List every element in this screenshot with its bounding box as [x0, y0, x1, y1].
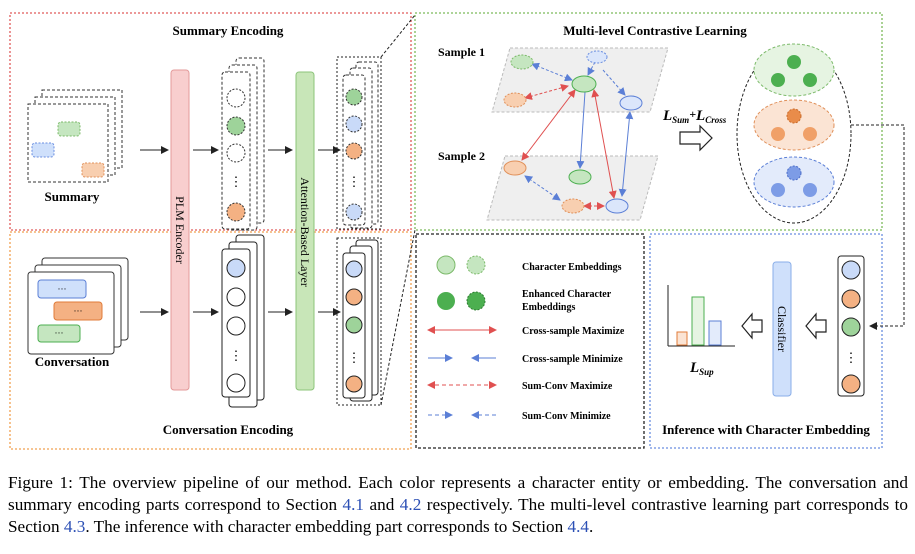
classifier-bar: [772, 261, 792, 397]
attention-layer-label: Attention-Based Layer: [298, 177, 312, 287]
sample2-label: Sample 2: [438, 149, 485, 163]
inference-embedding-column: ⋮: [837, 255, 865, 397]
summary-token-stack: ⋮: [221, 57, 265, 231]
conversation-token-stack: ⋮: [221, 234, 265, 408]
loss-letter: L: [695, 108, 705, 124]
section-link-4-3[interactable]: 4.3: [63, 517, 86, 536]
chat-bubble-orange: [53, 301, 103, 321]
svg-text:LSum+LCross: LSum+LCross: [662, 107, 727, 125]
caption-text: Figure 1: The overview pipeline of our m…: [8, 473, 908, 514]
zoom-line-bottom: [380, 229, 416, 406]
summary-label: Summary: [45, 189, 100, 204]
classifier-label: Classifier: [775, 306, 789, 352]
hollow-arrow-left-icon: [805, 312, 827, 340]
attention-layer-bar: [295, 71, 315, 391]
legend-cross-sample-maximize: Cross-sample Maximize: [522, 326, 625, 337]
sup-loss: LSup: [689, 360, 714, 377]
summary-encoding-region: [9, 12, 412, 231]
section-link-4-2[interactable]: 4.2: [399, 495, 422, 514]
contrastive-edges: [521, 61, 634, 210]
caption-text: and: [364, 495, 400, 514]
contrastive-loss: LSum+LCross: [662, 107, 727, 125]
conversation-encoding-title: Conversation Encoding: [163, 422, 294, 437]
loss-sup-subscript: Sup: [699, 367, 714, 377]
ellipsis: ⋮: [230, 348, 243, 363]
conversation-embedding-stack: ⋮: [336, 237, 382, 406]
arrow-contrastive-to-inference: [851, 124, 905, 330]
hollow-arrow-left-icon: [741, 312, 763, 340]
legend-enhanced-embeddings: Enhanced Character: [522, 289, 612, 300]
plm-encoder-bar: [170, 69, 190, 391]
bubble-text: ···: [74, 306, 83, 316]
contrastive-nodes: [503, 50, 643, 214]
conversation-stack: ··· ··· ···: [27, 257, 129, 355]
loss-plus: +: [689, 107, 696, 121]
contrastive-region: [414, 12, 883, 231]
legend: Character Embeddings Enhanced Character …: [427, 255, 625, 422]
caption-text: respectively. The multi-level contrastiv…: [8, 495, 908, 536]
summary-document-stack: [27, 89, 123, 183]
chat-bubble-green: [37, 324, 81, 343]
conversation-encoding-region: [9, 231, 412, 450]
loss-cross-subscript: Cross: [705, 115, 727, 125]
inference-region: [649, 233, 883, 449]
ellipsis: ⋮: [230, 174, 243, 189]
legend-sum-conv-maximize: Sum-Conv Maximize: [522, 381, 613, 392]
legend-region: [415, 233, 645, 449]
ellipsis: ⋮: [845, 350, 858, 365]
bubble-text: ···: [58, 284, 67, 294]
bubble-text: ···: [55, 328, 64, 338]
legend-cross-sample-minimize: Cross-sample Minimize: [522, 354, 623, 365]
enhanced-embedding-clusters: [736, 43, 852, 224]
section-link-4-4[interactable]: 4.4: [567, 517, 590, 536]
contrastive-title: Multi-level Contrastive Learning: [563, 23, 747, 38]
ellipsis: ⋮: [348, 350, 361, 365]
loss-letter: L: [662, 108, 672, 124]
summary-encoding-title: Summary Encoding: [173, 23, 284, 38]
figure-caption: Figure 1: The overview pipeline of our m…: [8, 472, 908, 538]
prediction-bar-chart: [667, 285, 735, 347]
summary-embedding-stack: ⋮: [336, 56, 382, 230]
plm-encoder-label: PLM Encoder: [173, 196, 187, 264]
inference-title: Inference with Character Embedding: [662, 422, 870, 437]
loss-sum-subscript: Sum: [672, 115, 689, 125]
ellipsis: ⋮: [348, 174, 361, 189]
chat-bubble-blue: [37, 279, 87, 299]
pipeline-figure: Summary Encoding Conversation Encoding M…: [9, 12, 905, 450]
legend-enhanced-embeddings: Embeddings: [522, 302, 575, 313]
hollow-arrow-right-icon: [679, 124, 713, 152]
sample1-label: Sample 1: [438, 45, 485, 59]
zoom-line-top: [380, 14, 416, 58]
caption-text: . The inference with character embedding…: [85, 517, 568, 536]
caption-text: .: [589, 517, 594, 536]
section-link-4-1[interactable]: 4.1: [342, 495, 365, 514]
legend-character-embeddings: Character Embeddings: [522, 262, 622, 273]
loss-letter: L: [689, 360, 699, 376]
conversation-label: Conversation: [35, 354, 110, 369]
legend-sum-conv-minimize: Sum-Conv Minimize: [522, 411, 611, 422]
